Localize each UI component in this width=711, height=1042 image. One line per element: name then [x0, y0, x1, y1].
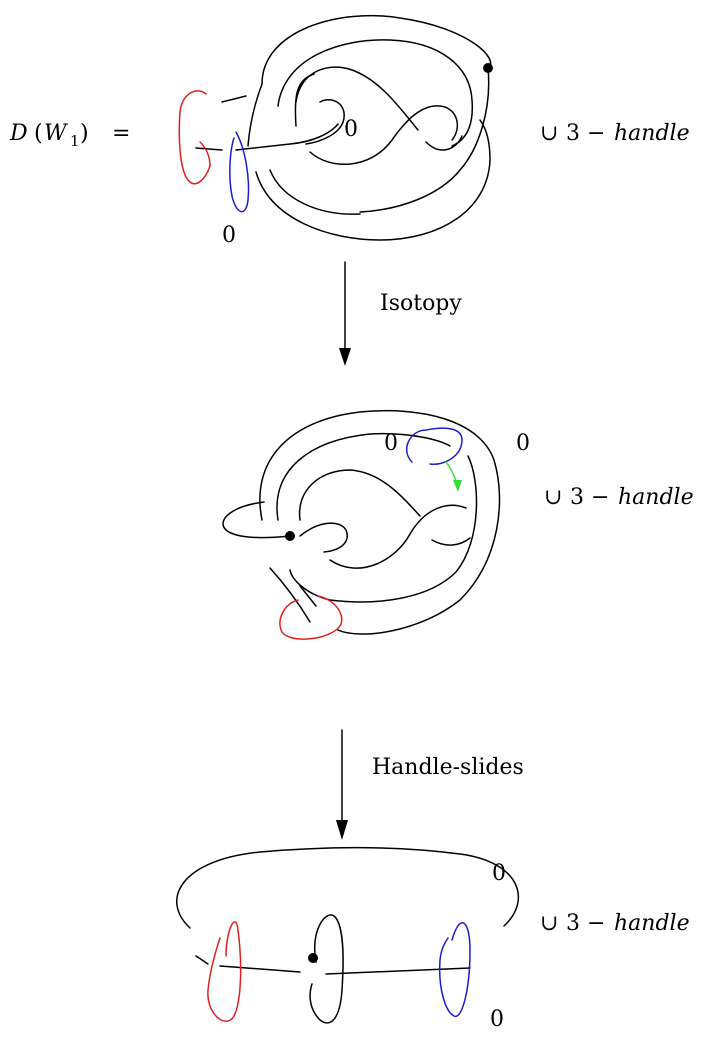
- outer-loop-left: [247, 83, 263, 147]
- bottom-framing-zero-top: 0: [492, 861, 506, 886]
- knot-top-arc: [295, 66, 419, 131]
- bottom-horizontal-strand: [219, 965, 301, 973]
- horizontal-strand-left: [195, 147, 223, 151]
- minus-symbol: −: [587, 121, 605, 146]
- knot-left-arc: [294, 73, 315, 127]
- isotopy-arrow: Isotopy: [339, 261, 462, 366]
- mid-left-band: [222, 501, 291, 539]
- upper-short-strand: [221, 95, 247, 103]
- mid-knot-twist: [329, 504, 467, 569]
- mid-lower-strand: [269, 567, 311, 623]
- green-arrowhead-icon: [453, 480, 462, 492]
- handle-slides-label: Handle-slides: [372, 755, 524, 780]
- minus-symbol: −: [591, 485, 609, 510]
- mid-clasp: [299, 522, 348, 553]
- lhs-label: D ( W 1 ) =: [9, 121, 130, 150]
- red-unknot: [178, 90, 211, 185]
- mid-outer-loop: [259, 409, 501, 635]
- paren-close: ): [80, 121, 89, 146]
- cup-symbol: ∪: [544, 485, 562, 510]
- union-three-handle-mid: ∪ 3 − handle: [544, 485, 694, 510]
- minus-symbol: −: [587, 911, 605, 936]
- bottom-horizontal-strand-b: [325, 967, 471, 975]
- inner-loop-lower: [269, 169, 361, 215]
- paren-open: (: [34, 121, 43, 146]
- knot-clasp: [305, 98, 345, 145]
- mid-knot-twist-b: [431, 537, 471, 546]
- mid-red-arc: [279, 595, 343, 640]
- inner-loop-right: [451, 99, 474, 147]
- handle-word: handle: [614, 121, 690, 146]
- framing-zero-knot: 0: [344, 117, 358, 142]
- mid-framing-zero-knot: 0: [516, 431, 530, 456]
- three-symbol: 3: [570, 485, 584, 510]
- isotopy-arrowhead-icon: [339, 348, 351, 366]
- bottom-dotted-circle-dot: [308, 953, 318, 963]
- union-three-handle-top: ∪ 3 − handle: [540, 121, 690, 146]
- bottom-framing-zero-blue: 0: [490, 1007, 504, 1032]
- knot-twist-a: [309, 105, 459, 166]
- handle-word: handle: [618, 485, 694, 510]
- inner-loop-top: [277, 39, 473, 107]
- mid-lower-strand-2: [299, 585, 317, 607]
- dotted-circle-dot: [483, 63, 493, 73]
- union-three-handle-bottom: ∪ 3 − handle: [540, 911, 690, 936]
- cup-symbol: ∪: [540, 911, 558, 936]
- middle-kirby-diagram: 0 0 ∪ 3 − handle: [222, 409, 694, 640]
- mid-blue-arc: [406, 427, 463, 465]
- three-symbol: 3: [566, 121, 580, 146]
- mid-knot-top: [298, 469, 421, 521]
- d-of-w1-D: D: [9, 121, 28, 146]
- bottom-left-connector: [195, 955, 209, 965]
- mid-inner-loop: [276, 432, 451, 521]
- framing-zero-blue: 0: [222, 223, 236, 248]
- top-kirby-diagram: D ( W 1 ) = 0 0: [9, 14, 690, 248]
- knot-twist-b: [425, 135, 463, 151]
- horizontal-strand: [235, 123, 339, 151]
- bottom-blue-unknot: [438, 922, 471, 1017]
- blue-unknot: [229, 131, 250, 213]
- mid-framing-zero-blue: 0: [384, 431, 398, 456]
- outer-loop-strand: [261, 14, 492, 85]
- three-symbol: 3: [566, 911, 580, 936]
- d-of-w1-subscript: 1: [70, 132, 80, 150]
- bottom-kirby-diagram: 0 0 ∪ 3 − handle: [176, 846, 690, 1032]
- mid-dotted-circle-dot: [285, 531, 295, 541]
- handle-slides-arrow: Handle-slides: [336, 729, 524, 840]
- isotopy-label: Isotopy: [380, 291, 462, 316]
- mid-inner-right: [289, 455, 478, 603]
- handle-word: handle: [614, 911, 690, 936]
- outer-loop-bottom: [255, 119, 491, 241]
- cup-symbol: ∪: [540, 121, 558, 146]
- equals-sign: =: [112, 121, 130, 146]
- d-of-w1-W: W: [44, 121, 69, 146]
- red-unknot-back: [199, 141, 211, 167]
- bottom-black-unknot: [309, 914, 344, 1024]
- outer-loop-right: [359, 67, 490, 213]
- handle-slides-arrowhead-icon: [336, 820, 348, 840]
- bottom-red-unknot: [207, 921, 242, 1022]
- bottom-big-arc: [176, 846, 520, 929]
